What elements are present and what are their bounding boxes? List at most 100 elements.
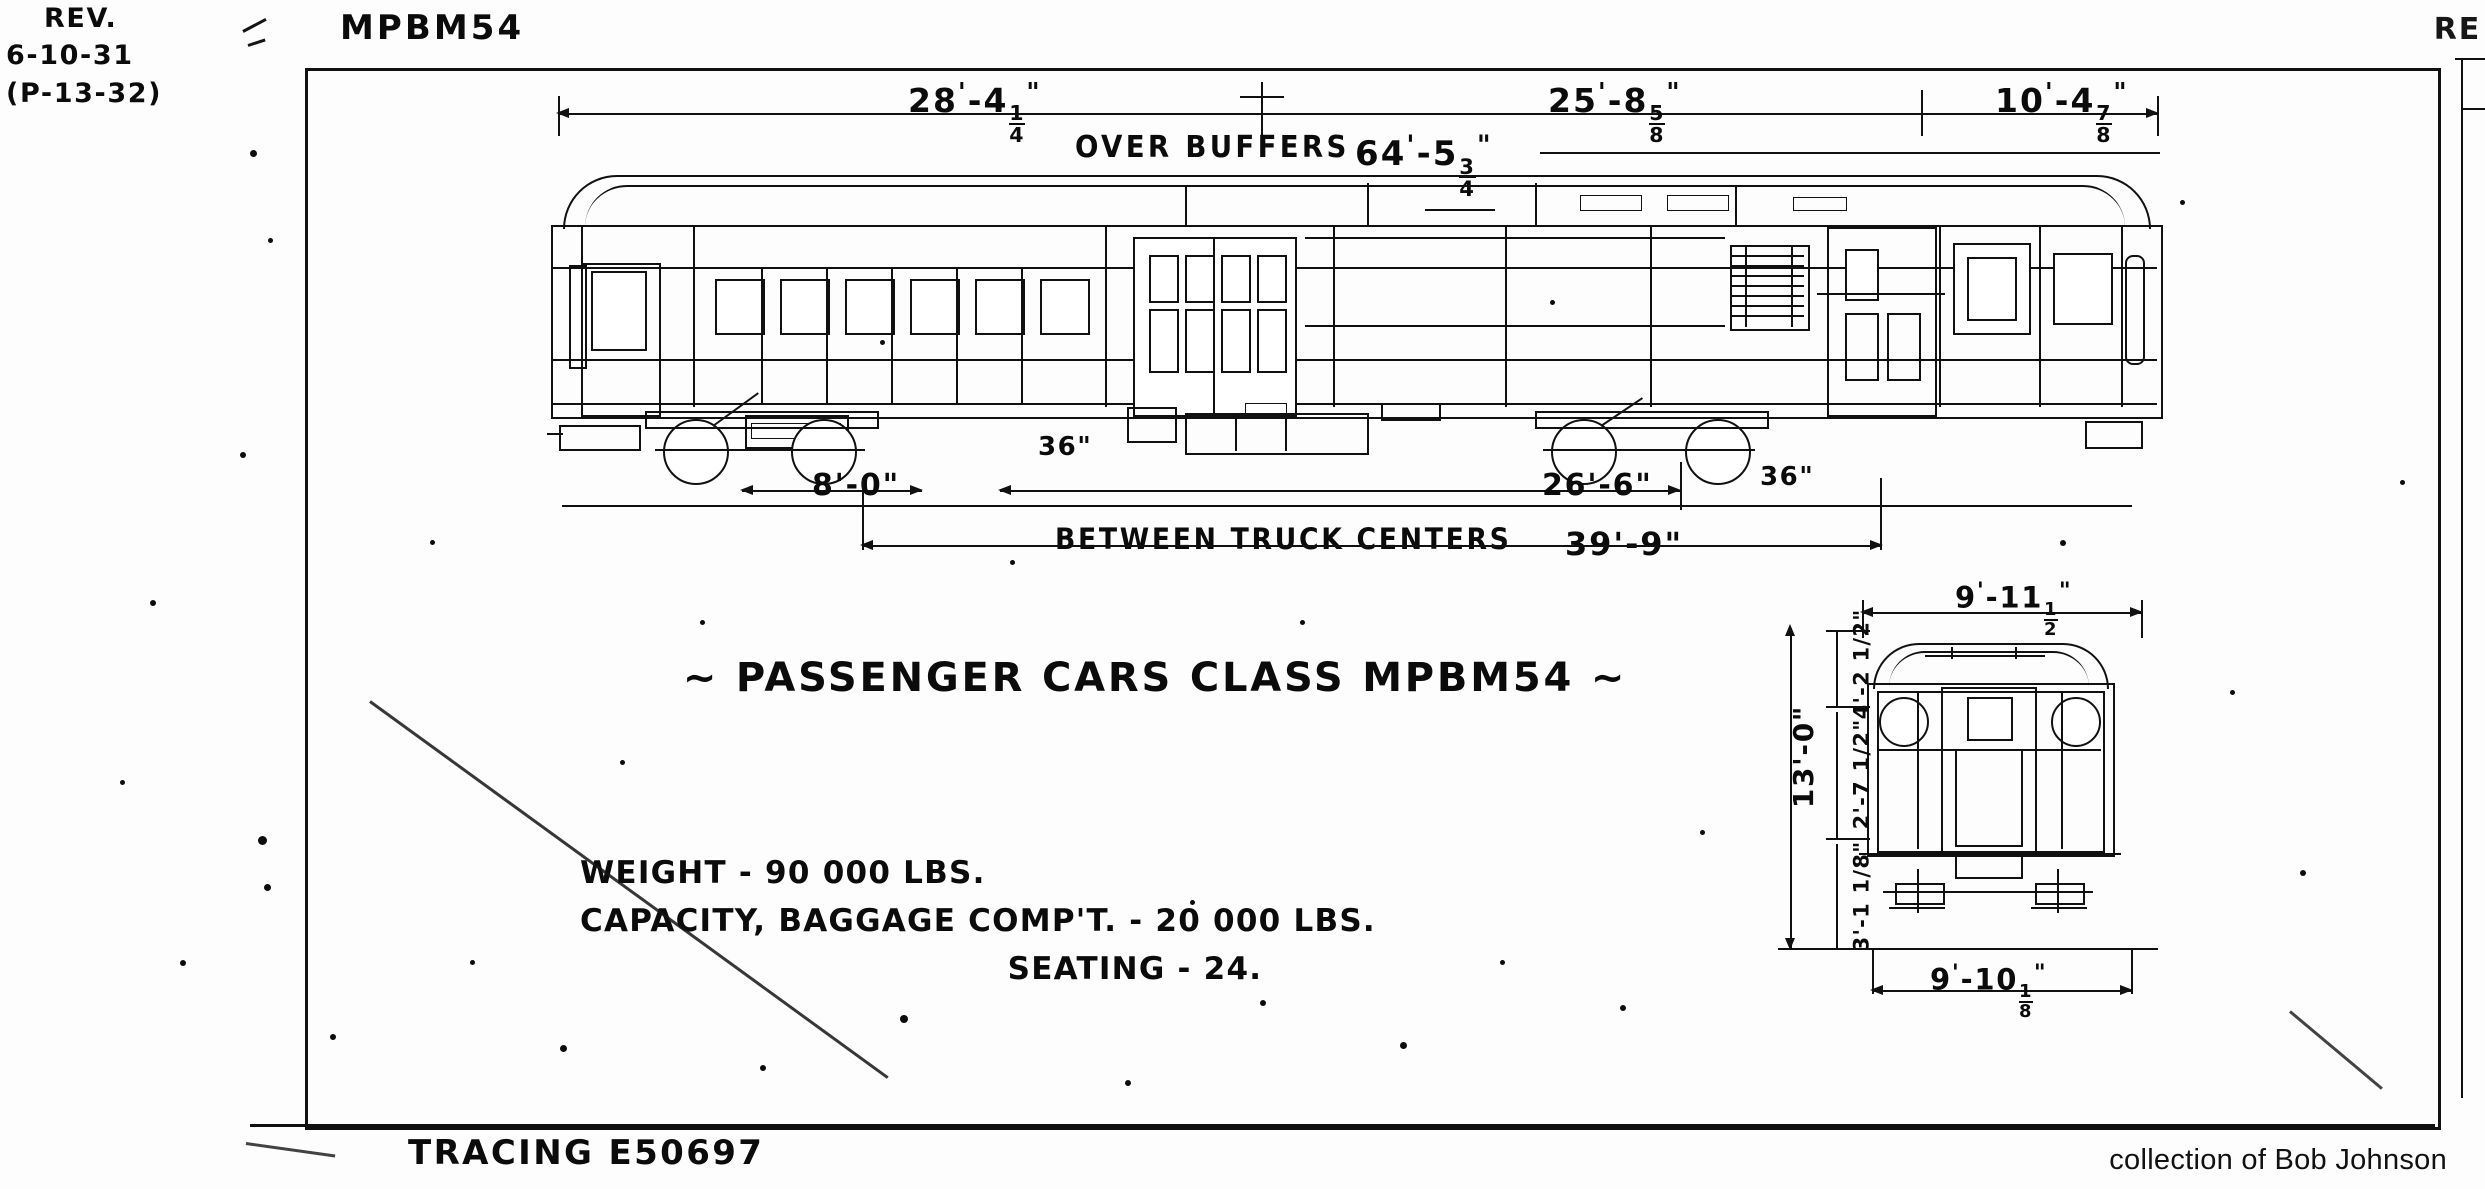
class-stamp: MPBM54 [340,8,525,48]
dimension-arrow [860,540,873,550]
door-window [1257,255,1287,303]
end-door-window [591,271,647,351]
note-front-wheel-diameter: 36" [1038,432,1093,462]
center-mark [1261,82,1263,116]
title-suffix: ~ [1590,655,1628,701]
door-panel [1257,309,1287,373]
dimension-arrow [1785,938,1795,950]
roof-seam [1367,183,1369,227]
coupler-shank [547,433,563,435]
revision-note: REV. 6-10-31 (P-13-32) [6,2,162,112]
page-title: ~ PASSENGER CARS CLASS MPBM54 ~ [595,655,1715,701]
dimension-endview-height-lower: 3'-1 1/8" [1849,840,1874,952]
dimension-arrow [1870,540,1883,550]
endview-marker-light-left [1879,697,1929,747]
center-mark [1240,96,1284,98]
box-divider [1235,413,1237,451]
title-text: PASSENGER CARS CLASS MPBM54 [735,655,1575,701]
body-panel-line [2121,227,2123,407]
louver-slat [1732,265,1804,267]
extension-line [558,96,560,136]
dimension-arrow [556,108,569,118]
door-window [1221,255,1251,303]
dimension-arrow [1860,607,1873,617]
roof-vent [1580,195,1642,211]
louver-frame [1791,245,1793,327]
baggage-window [975,279,1025,335]
rear-vestibule [1827,227,1937,417]
roof-seam [1735,185,1737,227]
roof-seam [1535,183,1537,227]
bottom-frame-rule [250,1124,2435,1127]
door-panel [1149,309,1179,373]
right-frame-line [2461,58,2463,1098]
body-panel-line [891,267,893,405]
extension-line [1826,706,1870,708]
car-body [551,225,2163,419]
body-panel-line [1939,227,1941,407]
baggage-window [910,279,960,335]
extension-line [862,478,864,550]
end-door [581,263,661,417]
dimension-arrow [2120,985,2133,995]
door-panel [1185,309,1215,373]
endview-roof-seam [1925,655,2045,657]
baggage-window [1040,279,1090,335]
rear-truck-frame [1543,449,1755,451]
body-panel-line [1650,227,1652,407]
body-panel-line [1333,227,1335,407]
extension-line [1862,600,1864,638]
door-split-line [1213,237,1215,413]
dimension-39-9: 39'-9" [1565,525,1684,563]
endview-rail [1889,907,1945,909]
endview-base-line [1778,948,2158,950]
revision-date: 6-10-31 [6,39,134,71]
pencil-mark [242,17,267,33]
endview-height-dimension-line [1790,628,1792,948]
louver-frame [1745,245,1747,327]
rear-window-inner [1967,257,2017,321]
rear-truck-bolster [1535,411,1769,429]
battery-box [1185,413,1369,455]
endview-sill [1859,853,2121,855]
spec-seating: SEATING - 24. [1007,951,1263,987]
dimension-endview-height-upper: 4'-2 1/2" [1849,608,1874,720]
front-wheel-2 [791,419,857,485]
vestibule-window [1845,249,1879,301]
louver-slat [1732,255,1804,257]
front-wheel-1 [663,419,729,485]
overall-truck-dimension-line [862,545,1882,547]
front-truck-frame [655,449,865,451]
body-panel-line [1021,267,1023,405]
right-edge-rule [2455,58,2485,60]
louver-slat [1732,315,1804,317]
endview-rail [2031,907,2087,909]
endview-subheight-line [1836,844,1838,948]
dimension-arrow [910,485,923,495]
endview-wheel-right [2035,883,2085,905]
endview-end-door [1941,687,2037,853]
endview-truck-line [2057,869,2059,913]
front-coupler [559,425,641,451]
drawing-frame [305,68,2441,1130]
extension-line [1680,462,1682,510]
window-band-top [1305,237,1725,239]
dimension-endview-overall-height: 13'-0" [1787,704,1821,809]
endview-roof-inner [1889,651,2089,687]
endview-door-window [1967,697,2013,741]
roof-seam [1425,209,1495,211]
body-panel-line [1105,227,1107,407]
roof-seam [1185,187,1187,225]
extension-line [2141,600,2143,638]
dimension-endview-height-mid: 2'-7 1/2" [1849,718,1874,830]
body-panel-line [761,267,763,405]
right-end-rail [2125,255,2145,365]
louver-slat [1732,285,1804,287]
baggage-window [780,279,830,335]
roof-inner-line [585,185,2125,227]
lower-rail [553,359,2157,361]
right-edge-rule [2461,108,2485,110]
